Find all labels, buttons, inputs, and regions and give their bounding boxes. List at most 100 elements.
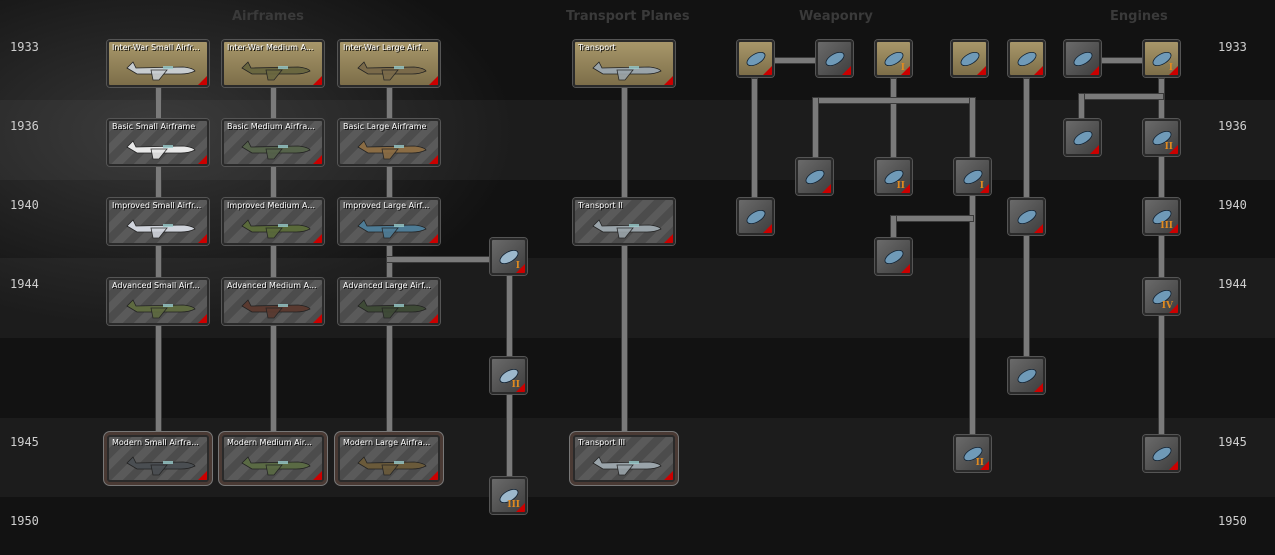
tech-engine[interactable]: I — [1143, 40, 1180, 77]
tech-airframe[interactable]: Improved Small Airfr... — [107, 198, 209, 245]
research-corner-icon — [1034, 224, 1043, 233]
tech-airframe[interactable]: Modern Small Airfra... — [107, 435, 209, 482]
small-plane-upgrade-icon — [499, 368, 519, 384]
research-corner-icon — [1034, 383, 1043, 392]
connector-line — [774, 57, 820, 64]
tech-rocket[interactable] — [1008, 40, 1045, 77]
research-corner-icon — [429, 314, 438, 323]
tech-level: II — [511, 380, 520, 390]
small-plane-upgrade-icon — [499, 488, 519, 504]
drop-tank-icon — [1073, 130, 1093, 146]
connector-line — [969, 97, 976, 437]
airplane-icon — [357, 61, 427, 81]
tech-guided-bomb[interactable] — [737, 198, 774, 235]
research-corner-icon — [1034, 66, 1043, 75]
tech-airframe[interactable]: Improved Large Airf... — [338, 198, 440, 245]
tech-name: Modern Large Airfra... — [343, 438, 431, 447]
airplane-icon — [241, 140, 311, 160]
tech-airframe[interactable]: Advanced Small Airf... — [107, 278, 209, 325]
tech-name: Inter-War Large Airf... — [343, 43, 428, 52]
heavy-machine-gun-icon — [884, 249, 904, 265]
airplane-icon — [126, 61, 196, 81]
airplane-icon — [592, 61, 662, 81]
tech-name: Transport — [578, 43, 616, 52]
tech-airframe[interactable]: Basic Medium Airfra... — [222, 119, 324, 166]
research-corner-icon — [1169, 224, 1178, 233]
tech-engine[interactable]: III — [1143, 198, 1180, 235]
tech-airframe[interactable]: Inter-War Small Airfr... — [107, 40, 209, 87]
research-corner-icon — [429, 155, 438, 164]
tech-cannon[interactable]: II — [954, 435, 991, 472]
research-corner-icon — [429, 76, 438, 85]
tech-name: Inter-War Medium A... — [227, 43, 314, 52]
cannon-icon — [960, 51, 980, 67]
tech-machine-gun[interactable]: II — [875, 158, 912, 195]
tech-airframe[interactable]: Inter-War Medium A... — [222, 40, 324, 87]
year-label: 1944 — [10, 277, 39, 291]
heavy-bomber-icon — [805, 169, 825, 185]
tech-airframe[interactable]: Inter-War Large Airf... — [338, 40, 440, 87]
research-corner-icon — [901, 264, 910, 273]
cannon-icon — [963, 446, 983, 462]
tech-drop-tank[interactable] — [1064, 119, 1101, 156]
tech-airframe[interactable]: Modern Medium Air... — [222, 435, 324, 482]
tech-heavy-bomb[interactable] — [816, 40, 853, 77]
tech-airframe[interactable]: Basic Small Airframe — [107, 119, 209, 166]
tech-cannon[interactable]: I — [954, 158, 991, 195]
tech-small-plane-upgrade[interactable]: I — [490, 238, 527, 275]
research-corner-icon — [198, 234, 207, 243]
tech-jet-engine[interactable] — [1143, 435, 1180, 472]
airplane-icon — [126, 219, 196, 239]
tech-name: Modern Small Airfra... — [112, 438, 199, 447]
tech-airframe[interactable]: Modern Large Airfra... — [338, 435, 440, 482]
tech-name: Basic Small Airframe — [112, 122, 196, 131]
tech-airframe[interactable]: Advanced Large Airf... — [338, 278, 440, 325]
connector-line — [621, 86, 628, 438]
connector-line — [890, 78, 897, 162]
tech-name: Basic Medium Airfra... — [227, 122, 315, 131]
tech-level: II — [896, 181, 905, 191]
tech-transport[interactable]: Transport III — [573, 435, 675, 482]
tech-level: III — [507, 500, 520, 510]
tech-engine[interactable]: II — [1143, 119, 1180, 156]
tech-heavy-machine-gun[interactable] — [875, 238, 912, 275]
bomb-icon — [746, 51, 766, 67]
tech-bomb[interactable] — [737, 40, 774, 77]
research-corner-icon — [822, 184, 831, 193]
year-label: 1944 — [1218, 277, 1247, 291]
tech-transport[interactable]: Transport II — [573, 198, 675, 245]
tech-small-plane-upgrade[interactable]: III — [490, 477, 527, 514]
tech-level: III — [1160, 221, 1173, 231]
tech-guided-rocket[interactable] — [1008, 198, 1045, 235]
tech-fighter-plane[interactable] — [1064, 40, 1101, 77]
airplane-icon — [241, 299, 311, 319]
tech-airframe[interactable]: Advanced Medium A... — [222, 278, 324, 325]
tech-heavy-bomber[interactable] — [796, 158, 833, 195]
engine-icon — [1152, 209, 1172, 225]
research-corner-icon — [1169, 304, 1178, 313]
tech-name: Advanced Small Airf... — [112, 281, 200, 290]
tech-small-plane-upgrade[interactable]: II — [490, 357, 527, 394]
tech-engine[interactable]: IV — [1143, 278, 1180, 315]
tech-airframe[interactable]: Basic Large Airframe — [338, 119, 440, 166]
tech-airframe[interactable]: Improved Medium A... — [222, 198, 324, 245]
year-label: 1936 — [1218, 119, 1247, 133]
tech-name: Improved Medium A... — [227, 201, 316, 210]
tech-name: Transport III — [578, 438, 626, 447]
airplane-icon — [126, 140, 196, 160]
tech-cannon[interactable] — [951, 40, 988, 77]
research-corner-icon — [429, 471, 438, 480]
fighter-plane-icon — [1073, 51, 1093, 67]
connector-line — [1078, 93, 1085, 121]
tech-machine-gun[interactable]: I — [875, 40, 912, 77]
research-corner-icon — [664, 76, 673, 85]
research-corner-icon — [1169, 145, 1178, 154]
tech-radar-missile[interactable] — [1008, 357, 1045, 394]
machine-gun-icon — [884, 169, 904, 185]
rocket-icon — [1017, 51, 1037, 67]
tech-transport[interactable]: Transport — [573, 40, 675, 87]
research-corner-icon — [429, 234, 438, 243]
jet-engine-icon — [1152, 446, 1172, 462]
airplane-icon — [357, 219, 427, 239]
research-corner-icon — [516, 264, 525, 273]
